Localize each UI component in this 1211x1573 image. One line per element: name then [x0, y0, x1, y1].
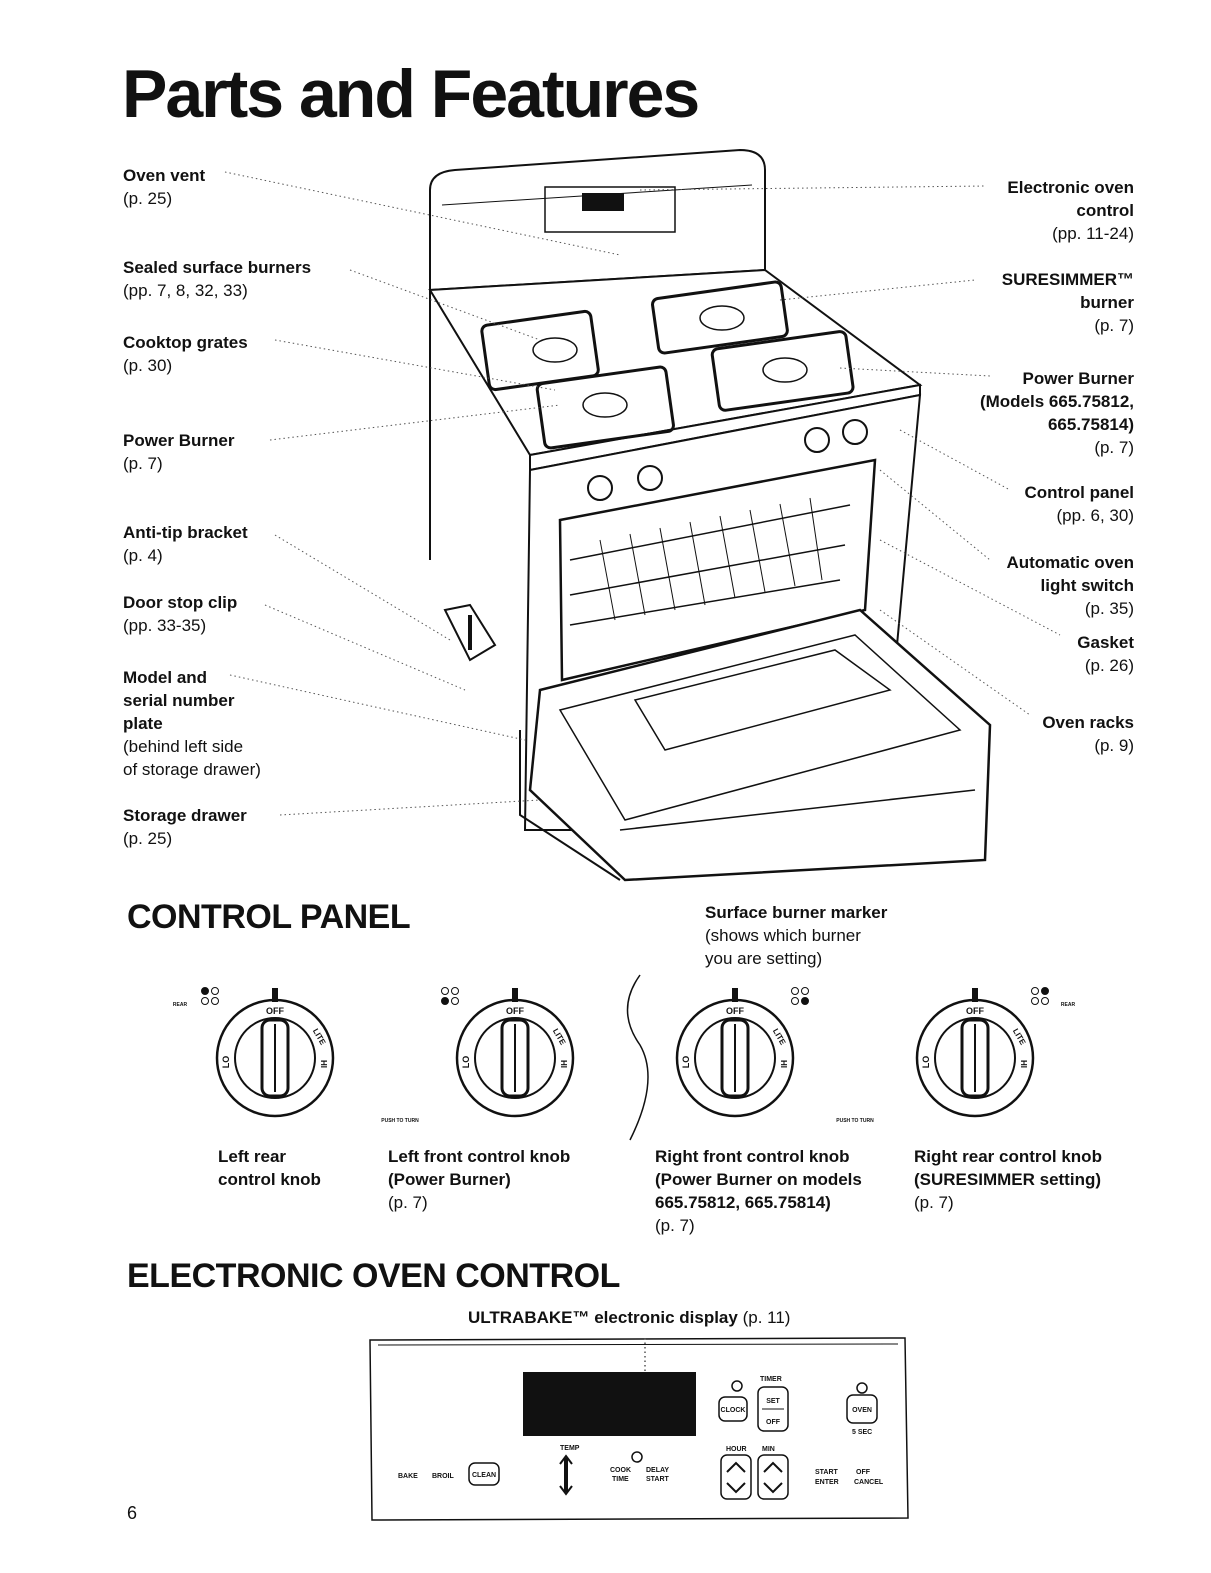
- timer-key-label: TIMER: [760, 1376, 782, 1383]
- ultrabake-display: [523, 1372, 696, 1436]
- electronic-oven-control-heading: ELECTRONIC OVEN CONTROL: [127, 1257, 620, 1295]
- label-gasket: Gasket (p. 26): [1077, 633, 1134, 675]
- burner-marker-dot: [201, 997, 209, 1005]
- burner-marker-dot: [201, 987, 209, 995]
- min-key-label: MIN: [762, 1446, 775, 1453]
- burner-marker-dot: [451, 997, 459, 1005]
- page-title: Parts and Features: [122, 56, 700, 132]
- knob-lo-label: LO: [681, 1056, 691, 1069]
- control-panel-heading: CONTROL PANEL: [127, 898, 411, 936]
- knob-hi-label: HI: [1019, 1060, 1028, 1068]
- knob-off-label: OFF: [266, 1006, 284, 1016]
- temp-key-label: TEMP: [560, 1445, 580, 1452]
- hour-key-label: HOUR: [726, 1446, 747, 1453]
- burner-marker-dot: [1041, 997, 1049, 1005]
- set-key-label: SET: [766, 1398, 780, 1405]
- label-oven-racks: Oven racks (p. 9): [1042, 713, 1134, 755]
- knob-hi-label: HI: [319, 1060, 328, 1068]
- burner-marker-dot: [1031, 997, 1039, 1005]
- knob-indicator-mark: [972, 988, 978, 1002]
- knob-off-label: OFF: [726, 1006, 744, 1016]
- knob-indicator-mark: [272, 988, 278, 1002]
- knob-caption-left-rear: Left rear control knob: [218, 1147, 321, 1189]
- label-oven-vent: Oven vent(p. 25): [123, 166, 206, 208]
- knob-lo-label: LO: [461, 1056, 471, 1069]
- label-suresimmer-burner: SURESIMMER™ burner (p. 7): [1001, 270, 1134, 335]
- rear-marker-label: REAR: [173, 1002, 188, 1008]
- label-storage-drawer: Storage drawer(p. 25): [123, 806, 247, 848]
- burner-marker-dot: [451, 987, 459, 995]
- broil-key-label: BROIL: [432, 1473, 455, 1480]
- push-to-turn-label: PUSH TO TURN: [836, 1118, 874, 1124]
- start-key-label: START: [815, 1469, 839, 1476]
- knob-off-label: OFF: [966, 1006, 984, 1016]
- label-door-stop-clip: Door stop clip(pp. 33-35): [123, 593, 238, 635]
- label-cooktop-grates: Cooktop grates(p. 30): [123, 333, 248, 375]
- burner-marker-dot: [801, 987, 809, 995]
- knob-off-label: OFF: [506, 1006, 524, 1016]
- delay-key-label: DELAY: [646, 1467, 669, 1474]
- oven-light-key-label: OVEN: [852, 1407, 872, 1414]
- cook-key-label: COOK: [610, 1467, 631, 1474]
- off-timer-key-label: OFF: [766, 1419, 781, 1426]
- knob-caption-right-rear: Right rear control knob (SURESIMMER sett…: [914, 1147, 1102, 1212]
- time-key-label: TIME: [612, 1476, 629, 1483]
- burner-marker-dot: [1041, 987, 1049, 995]
- off-key-label: OFF: [856, 1469, 871, 1476]
- start-delay-key-label: START: [646, 1476, 670, 1483]
- label-electronic-oven-control: Electronic oven control (pp. 11-24): [1007, 178, 1134, 243]
- clock-key-label: CLOCK: [721, 1407, 746, 1414]
- page-number: 6: [127, 1503, 138, 1523]
- burner-marker-dot: [211, 987, 219, 995]
- knob-hi-label: HI: [559, 1060, 568, 1068]
- knob-lo-label: LO: [221, 1056, 231, 1069]
- burner-marker-dot: [211, 997, 219, 1005]
- label-anti-tip-bracket: Anti-tip bracket(p. 4): [123, 523, 248, 565]
- ultrabake-display-label: ULTRABAKE™ electronic display (p. 11): [468, 1308, 791, 1327]
- knob-hi-label: HI: [779, 1060, 788, 1068]
- burner-marker-dot: [801, 997, 809, 1005]
- burner-marker-dot: [791, 997, 799, 1005]
- enter-key-label: ENTER: [815, 1479, 839, 1486]
- knob-lo-label: LO: [921, 1056, 931, 1069]
- sec-key-label: 5 SEC: [852, 1429, 872, 1436]
- label-power-burner: Power Burner(p. 7): [123, 431, 235, 473]
- bake-key-label: BAKE: [398, 1473, 418, 1480]
- burner-marker-dot: [441, 987, 449, 995]
- knob-caption-left-front: Left front control knob (Power Burner) (…: [388, 1147, 571, 1212]
- burner-marker-dot: [791, 987, 799, 995]
- surface-burner-marker-label: Surface burner marker (shows which burne…: [705, 903, 888, 968]
- knob-caption-right-front: Right front control knob (Power Burner o…: [655, 1147, 862, 1235]
- knob-indicator-mark: [512, 988, 518, 1002]
- push-to-turn-label: PUSH TO TURN: [381, 1118, 419, 1124]
- burner-marker-dot: [441, 997, 449, 1005]
- clean-key-label: CLEAN: [472, 1472, 496, 1479]
- label-sealed-surface-burners: Sealed surface burners(pp. 7, 8, 32, 33): [123, 258, 312, 300]
- label-power-burner-models: Power Burner (Models 665.75812, 665.7581…: [979, 369, 1134, 457]
- rear-marker-label: REAR: [1061, 1002, 1076, 1008]
- knob-indicator-mark: [732, 988, 738, 1002]
- cancel-key-label: CANCEL: [854, 1479, 884, 1486]
- label-control-panel: Control panel (pp. 6, 30): [1024, 483, 1134, 525]
- label-automatic-oven-light-switch: Automatic oven light switch (p. 35): [1006, 553, 1134, 618]
- label-model-serial-plate: Model and serial number plate (behind le…: [123, 668, 261, 779]
- burner-marker-dot: [1031, 987, 1039, 995]
